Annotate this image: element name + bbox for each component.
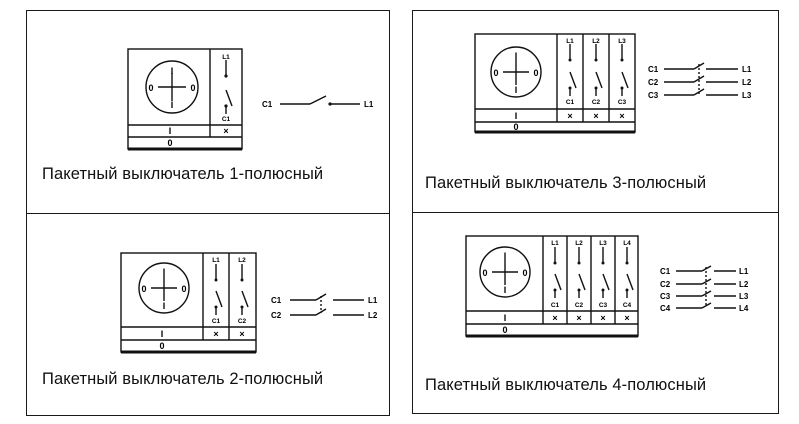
dial-bottom-label: I <box>163 301 166 311</box>
input-label: C1 <box>271 296 282 305</box>
dial-right-label: 0 <box>522 268 527 278</box>
output-label: L2 <box>742 78 752 87</box>
table-mark: × <box>239 329 244 339</box>
dial-left-label: 0 <box>482 268 487 278</box>
dial-bottom-label: I <box>171 100 174 110</box>
input-label: C3 <box>660 292 671 301</box>
top-label: L1 <box>551 240 559 247</box>
top-label: L3 <box>599 240 607 247</box>
top-label: L2 <box>592 38 600 45</box>
output-label: L4 <box>739 304 749 313</box>
input-label: C3 <box>648 91 659 100</box>
bottom-label: C2 <box>575 302 584 309</box>
dial-left-label: 0 <box>493 68 498 78</box>
bottom-label: C2 <box>592 99 601 106</box>
dial-right-label: 0 <box>533 68 538 78</box>
table-mark: × <box>223 126 228 136</box>
table-row1-label: I <box>169 126 172 136</box>
dial-right-label: 0 <box>190 83 195 93</box>
output-label: L2 <box>368 311 378 320</box>
output-label: L1 <box>739 267 749 276</box>
input-label: C2 <box>660 280 671 289</box>
table-row1-label: I <box>515 111 518 121</box>
bottom-label: C1 <box>566 99 575 106</box>
output-label: L3 <box>739 292 749 301</box>
input-label: C4 <box>660 304 671 313</box>
table-mark: × <box>552 313 557 323</box>
dial-top-label: I <box>515 51 518 61</box>
caption-4-pole: Пакетный выключатель 4-полюсный <box>425 376 707 394</box>
top-label: L2 <box>575 240 583 247</box>
output-label: L1 <box>364 100 374 109</box>
table-row2-label: 0 <box>159 341 164 351</box>
table-row1-label: I <box>504 313 507 323</box>
input-label: C1 <box>262 100 273 109</box>
dial-left-label: 0 <box>141 284 146 294</box>
top-label: L2 <box>238 257 246 264</box>
table-mark: × <box>593 111 598 121</box>
table-row2-label: 0 <box>513 122 518 132</box>
table-mark: × <box>600 313 605 323</box>
input-label: C1 <box>660 267 671 276</box>
dial-left-label: 0 <box>148 83 153 93</box>
dial-top-label: I <box>504 251 507 261</box>
table-mark: × <box>624 313 629 323</box>
output-label: L1 <box>742 65 752 74</box>
table-mark: × <box>213 329 218 339</box>
bottom-label: C3 <box>599 302 608 309</box>
bottom-label: C2 <box>238 318 247 325</box>
dial-bottom-label: I <box>504 285 507 295</box>
table-mark: × <box>567 111 572 121</box>
input-label: C2 <box>648 78 659 87</box>
dial-bottom-label: I <box>515 85 518 95</box>
panel-2-pole <box>26 213 390 416</box>
panel-4-pole <box>412 212 779 414</box>
table-mark: × <box>576 313 581 323</box>
bottom-label: C3 <box>618 99 627 106</box>
bottom-label: C1 <box>551 302 560 309</box>
top-label: L4 <box>623 240 631 247</box>
bottom-label: C1 <box>212 318 221 325</box>
table-row1-label: I <box>161 329 164 339</box>
input-label: C1 <box>648 65 659 74</box>
caption-1-pole: Пакетный выключатель 1-полюсный <box>42 165 324 183</box>
diagram-1-pole: I I 0 0 L1 C1 I 0 × C1 L1 <box>127 48 374 151</box>
table-row2-label: 0 <box>167 138 172 148</box>
top-label: L3 <box>618 38 626 45</box>
table-row2-label: 0 <box>502 325 507 335</box>
bottom-label: C4 <box>623 302 632 309</box>
top-label: L1 <box>222 54 230 61</box>
dial-top-label: I <box>163 267 166 277</box>
output-label: L1 <box>368 296 378 305</box>
diagram-4-pole: I I 0 0 L1 L2 L3 L4 C1 C2 C3 C4 I 0 × × … <box>465 235 749 338</box>
caption-3-pole: Пакетный выключатель 3-полюсный <box>425 174 707 192</box>
input-label: C2 <box>271 311 282 320</box>
top-label: L1 <box>566 38 574 45</box>
output-label: L3 <box>742 91 752 100</box>
diagram-2-pole: I I 0 0 L1 L2 C1 C2 I 0 × × C1 C2 L1 L2 <box>120 252 378 354</box>
bottom-label: C1 <box>222 116 231 123</box>
output-label: L2 <box>739 280 749 289</box>
top-label: L1 <box>212 257 220 264</box>
diagram-3-pole: I I 0 0 L1 L2 L3 C1 C2 C3 I 0 × × × C1 C… <box>474 33 752 134</box>
table-mark: × <box>619 111 624 121</box>
caption-2-pole: Пакетный выключатель 2-полюсный <box>42 370 324 388</box>
dial-top-label: I <box>171 66 174 76</box>
dial-right-label: 0 <box>181 284 186 294</box>
